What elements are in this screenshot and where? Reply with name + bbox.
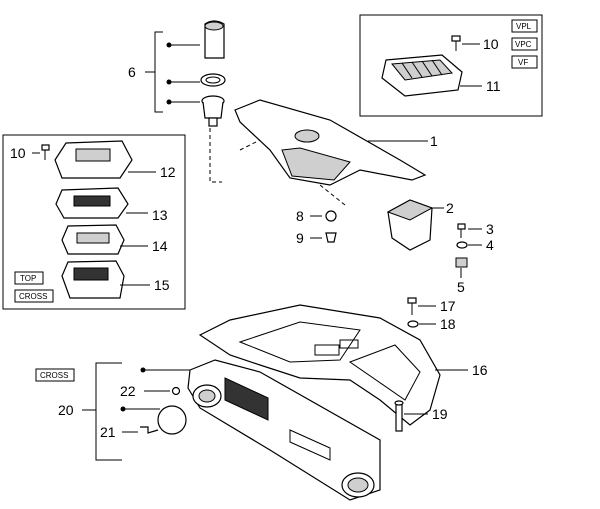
nut-part-8 [325,210,337,222]
screw-part-17 [407,297,417,315]
callout-21: 21 [100,424,116,440]
callout-5: 5 [457,279,465,295]
clip-part-5 [455,257,468,268]
cover-disc-part-20b [157,405,187,435]
callout-10-top: 10 [483,36,499,52]
callout-1: 1 [430,133,438,149]
screw-part-10-top [451,35,461,51]
plug-part-6a [204,20,225,59]
svg-text:CROSS: CROSS [40,371,68,380]
callout-22: 22 [120,383,136,399]
callout-2: 2 [446,200,454,216]
svg-text:VPC: VPC [515,40,532,49]
svg-text:VF: VF [518,58,528,67]
callout-18: 18 [440,316,456,332]
tag-vpl: VPL [511,19,538,33]
tag-cross-main: CROSS [35,368,75,382]
callout-6: 6 [128,64,136,80]
screw-part-10-left [41,144,50,160]
callout-12: 12 [160,164,176,180]
display-part-15 [61,260,125,299]
callout-19: 19 [432,406,448,422]
callout-11: 11 [486,78,501,94]
callout-3: 3 [486,221,494,237]
ring-part-6b [200,73,226,87]
washer-part-18 [407,320,419,328]
svg-text:TOP: TOP [20,274,36,283]
callout-14: 14 [152,238,168,254]
svg-text:CROSS: CROSS [19,292,47,301]
screw-part-3 [457,223,466,238]
callout-13: 13 [152,207,168,223]
frame-part-13 [55,187,129,219]
tag-vpc: VPC [511,37,538,51]
bushing-part-9 [325,232,337,243]
tag-cross-inset: CROSS [14,289,54,303]
tag-top: TOP [14,271,44,285]
tag-vf: VF [511,55,538,69]
callout-20: 20 [58,402,74,418]
cover-part-11 [381,54,463,97]
panel-part-20 [187,359,381,501]
callout-16: 16 [472,362,488,378]
callout-9: 9 [296,230,304,246]
cap-part-2 [386,199,434,251]
inset-box-top-right [359,14,543,117]
callout-17: 17 [440,298,456,314]
pin-part-19 [394,400,404,432]
washer-part-4 [456,241,468,249]
handlebar-cover-part-1 [234,99,427,186]
nut-part-22 [171,386,181,396]
callout-8: 8 [296,208,304,224]
housing-part-12 [54,140,133,179]
screw-part-21 [140,426,159,434]
frame-part-16 [198,304,441,426]
lens-part-14 [61,224,125,255]
callout-10-left: 10 [10,145,26,161]
svg-text:VPL: VPL [516,22,532,31]
socket-part-6c [201,95,225,127]
inset-box-left [2,134,186,310]
callout-4: 4 [486,237,494,253]
callout-15: 15 [154,277,170,293]
